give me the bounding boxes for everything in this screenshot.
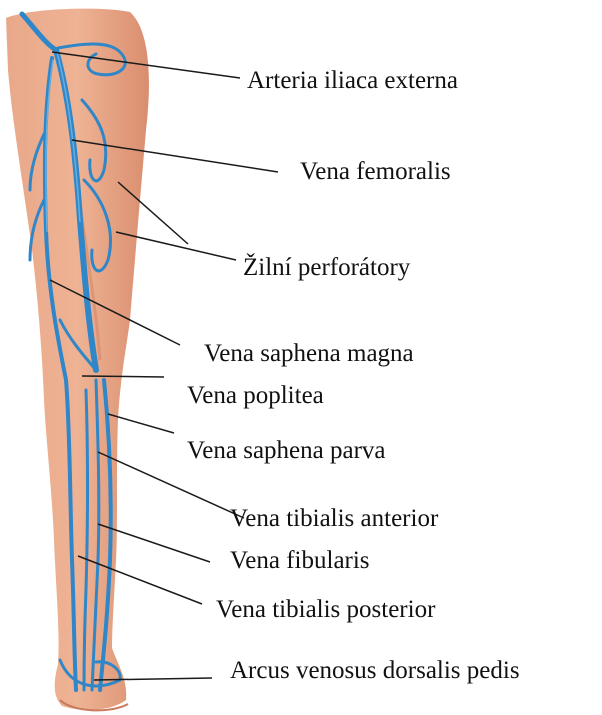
leader-vena-poplitea <box>82 376 164 377</box>
label-vena-saphena-magna: Vena saphena magna <box>204 340 414 368</box>
label-arteria-iliaca-externa: Arteria iliaca externa <box>247 67 458 95</box>
leg-silhouette <box>6 9 149 710</box>
label-vena-poplitea: Vena poplitea <box>187 382 324 410</box>
leader-vena-saphena-parva <box>108 414 174 433</box>
label-vena-tibialis-anterior: Vena tibialis anterior <box>230 505 438 533</box>
label-vena-fibularis: Vena fibularis <box>230 547 370 575</box>
label-zilni-perforatory: Žilní perforátory <box>243 254 410 282</box>
label-vena-tibialis-posterior: Vena tibialis posterior <box>216 596 435 624</box>
label-vena-femoralis: Vena femoralis <box>300 158 451 186</box>
label-vena-saphena-parva: Vena saphena parva <box>187 437 386 465</box>
label-arcus-venosus-dorsalis-pedis: Arcus venosus dorsalis pedis <box>230 657 520 685</box>
